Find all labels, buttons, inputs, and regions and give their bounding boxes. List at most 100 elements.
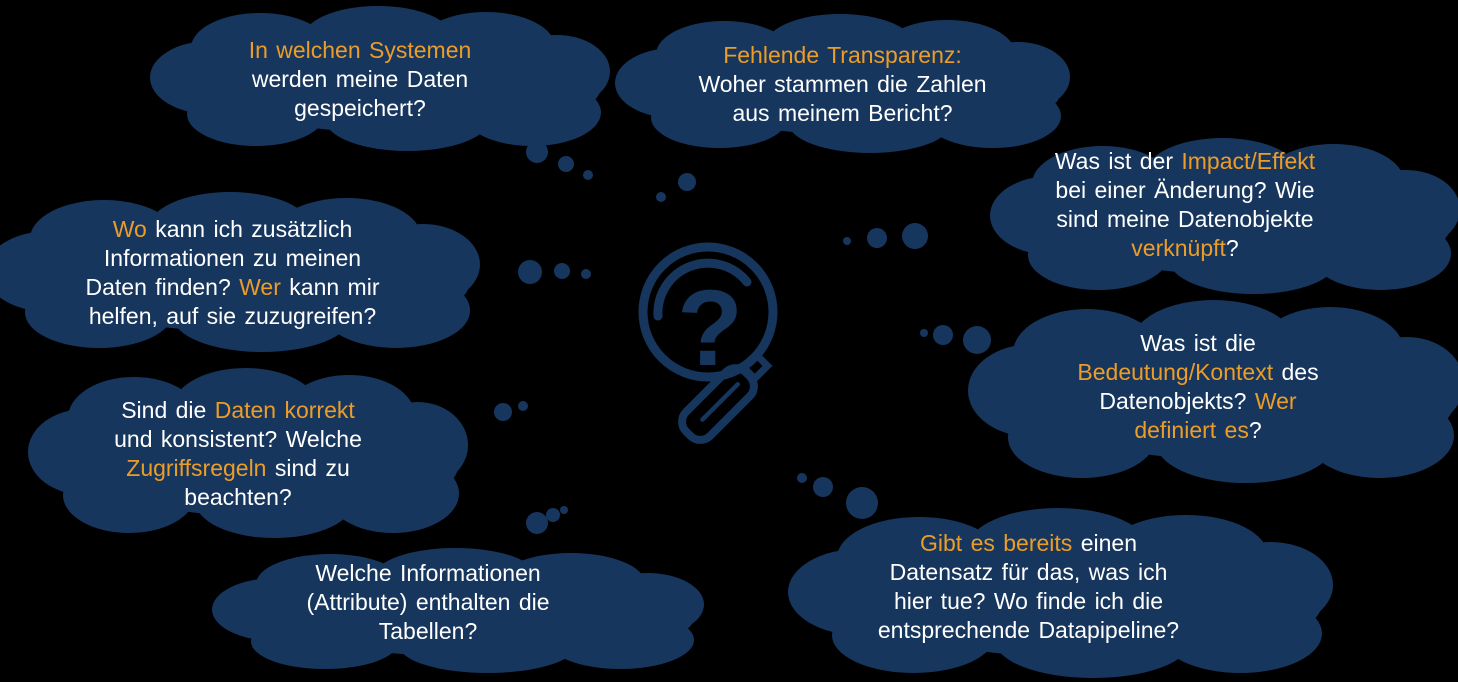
thought-trail-bubble bbox=[583, 170, 593, 180]
thought-trail-bubble bbox=[560, 506, 568, 514]
cloud-text-line: bei einer Änderung? Wie bbox=[1055, 176, 1314, 205]
cloud-text-line: helfen, auf sie zuzugreifen? bbox=[89, 302, 376, 331]
cloud-text-segment: helfen, auf sie zuzugreifen? bbox=[88, 303, 377, 329]
thought-trail-bubble bbox=[546, 508, 560, 522]
cloud-text-line: Daten finden? Wer kann mir bbox=[86, 273, 380, 302]
magnifier-handle bbox=[678, 349, 773, 444]
cloud-text: Welche Informationen(Attribute) enthalte… bbox=[182, 539, 674, 665]
cloud-text-segment: In welchen Systemen bbox=[248, 36, 472, 63]
cloud-text-segment: entsprechende Datapipeline? bbox=[877, 617, 1180, 643]
thought-trail-bubble bbox=[558, 156, 574, 172]
cloud-text-line: beachten? bbox=[184, 483, 291, 512]
thought-trail-bubble bbox=[678, 173, 696, 191]
cloud-text-line: definiert es? bbox=[1134, 416, 1261, 445]
cloud-text-segment: Impact/Effekt bbox=[1181, 148, 1316, 174]
cloud-text: Fehlende Transparenz:Woher stammen die Z… bbox=[615, 14, 1070, 154]
cloud-text-line: entsprechende Datapipeline? bbox=[878, 616, 1179, 645]
cloud-text-segment: bei einer Änderung? Wie bbox=[1055, 177, 1315, 203]
thought-trail-bubble bbox=[920, 329, 928, 337]
thought-trail-bubble bbox=[902, 223, 928, 249]
cloud-puff bbox=[80, 392, 416, 516]
cloud-text-segment: gespeichert? bbox=[294, 94, 426, 121]
cloud-text-line: Welche Informationen bbox=[315, 559, 540, 588]
cloud-text-segment: Daten korrekt bbox=[214, 397, 355, 423]
cloud-text: Sind die Daten korrekt und konsistent? We… bbox=[18, 368, 458, 540]
cloud-puff bbox=[1046, 160, 1404, 274]
thought-trail-bubble bbox=[518, 401, 528, 411]
cloud-text-line: Wo kann ich zusätzlich bbox=[113, 215, 353, 244]
handle-grip bbox=[678, 364, 758, 444]
cloud-text-segment: Bedeutung/Kontext bbox=[1077, 358, 1282, 385]
cloud-text-segment: Woher stammen die Zahlen bbox=[698, 70, 987, 97]
cloud-text-segment: einen bbox=[1080, 530, 1137, 556]
cloud-text-segment: ? bbox=[1248, 416, 1262, 443]
cloud-text-line: Gibt es bereits einen bbox=[920, 529, 1137, 558]
thought-trail-bubble bbox=[933, 325, 953, 345]
cloud-text-line: werden meine Daten bbox=[252, 65, 468, 94]
cloud-text-segment: kann ich zusätzlich bbox=[155, 216, 353, 242]
cloud-text-segment: Was ist die bbox=[1140, 329, 1256, 356]
thought-trail-bubble bbox=[813, 477, 833, 497]
cloud-text-segment: des bbox=[1281, 358, 1319, 385]
thought-trail-bubble bbox=[867, 228, 887, 248]
cloud-text-segment: werden meine Daten bbox=[251, 65, 469, 92]
thought-cloud-attributes: Welche Informationen(Attribute) enthalte… bbox=[212, 548, 704, 674]
cloud-text-line: Bedeutung/Kontext des bbox=[1077, 358, 1318, 387]
cloud-text-line: Zugriffsregeln sind zu bbox=[126, 454, 349, 483]
cloud-text-line: Datensatz für das, was ich bbox=[890, 558, 1168, 587]
thought-trail-bubble bbox=[656, 192, 666, 202]
thought-trail-bubble bbox=[526, 512, 548, 534]
cloud-text-segment: Fehlende Transparenz: bbox=[723, 41, 962, 68]
thought-trail-bubble bbox=[518, 260, 542, 284]
cloud-text-segment: kann mir bbox=[289, 274, 380, 300]
cloud-text-segment: Sind die bbox=[121, 397, 215, 423]
cloud-text-segment: sind meine Datenobjekte bbox=[1056, 206, 1314, 232]
thought-cloud-quality: Sind die Daten korrekt und konsistent? We… bbox=[28, 368, 468, 540]
cloud-text-segment: und konsistent? Welche bbox=[114, 426, 362, 452]
cloud-puff bbox=[44, 214, 421, 332]
magnifier-lens bbox=[638, 242, 778, 382]
cloud-text-line: gespeichert? bbox=[294, 94, 426, 123]
cloud-text-line: Fehlende Transparenz: bbox=[723, 41, 962, 70]
magnifier-question-svg: ? bbox=[638, 242, 778, 444]
cloud-text-line: Datenobjekts? Wer bbox=[1099, 387, 1296, 416]
handle-grip-detail bbox=[700, 381, 741, 422]
cloud-text-segment: Wo bbox=[112, 216, 156, 242]
cloud-text-segment: Daten finden? bbox=[85, 274, 240, 300]
thought-trail-bubble bbox=[554, 263, 570, 279]
thought-cloud-transparency: Fehlende Transparenz:Woher stammen die Z… bbox=[615, 14, 1070, 154]
cloud-text-segment: Wer bbox=[1254, 387, 1297, 414]
cloud-text-line: Was ist der Impact/Effekt bbox=[1055, 147, 1315, 176]
cloud-text-line: aus meinem Bericht? bbox=[732, 99, 952, 128]
cloud-puff bbox=[1027, 325, 1405, 460]
cloud-text-segment: hier tue? Wo finde ich die bbox=[893, 588, 1164, 614]
cloud-text-segment: Datensatz für das, was ich bbox=[889, 559, 1168, 585]
cloud-puff bbox=[205, 26, 555, 132]
thought-trail-bubble bbox=[581, 269, 591, 279]
cloud-text-line: und konsistent? Welche bbox=[114, 425, 362, 454]
thought-trail-bubble bbox=[846, 487, 878, 519]
cloud-puff bbox=[853, 532, 1268, 656]
cloud-text-segment: Wer bbox=[239, 274, 290, 300]
cloud-text-segment: (Attribute) enthalten die bbox=[306, 588, 550, 615]
lens-highlight-arc bbox=[653, 258, 752, 321]
thought-trail-bubble bbox=[797, 473, 807, 483]
cloud-text-segment: Informationen zu meinen bbox=[103, 245, 362, 271]
cloud-text-segment: aus meinem Bericht? bbox=[732, 99, 953, 126]
cloud-text-segment: Was ist der bbox=[1054, 148, 1182, 174]
thought-trail-bubble bbox=[494, 403, 512, 421]
cloud-text-segment: Welche Informationen bbox=[315, 559, 541, 586]
cloud-text-segment: Datenobjekts? bbox=[1099, 387, 1255, 414]
cloud-text-line: hier tue? Wo finde ich die bbox=[894, 587, 1163, 616]
cloud-text-line: Informationen zu meinen bbox=[104, 244, 361, 273]
cloud-text-segment: Tabellen? bbox=[378, 617, 478, 644]
